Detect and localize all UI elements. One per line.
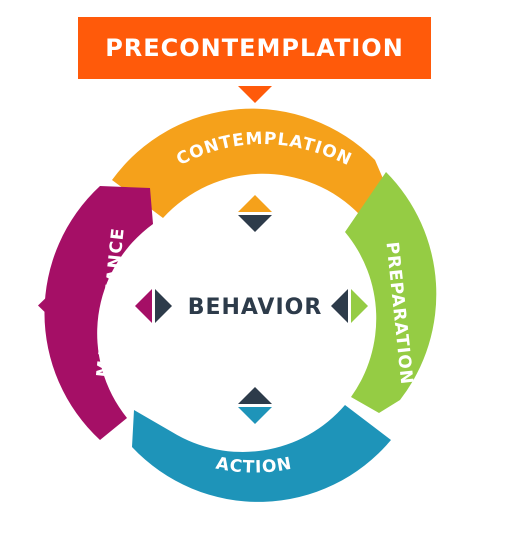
precontemplation-box: PRECONTEMPLATION [78,17,431,103]
dark-right-arrow [155,289,172,323]
preparation-arrow-pair [331,289,368,323]
preparation-right-arrow [351,289,368,323]
contemplation-up-arrow [238,195,272,212]
dark-down-arrow [238,215,272,232]
relapse-left-arrow [38,289,55,322]
precontemplation-down-arrow [238,86,272,103]
preparation-segment: PREPARATION [345,172,437,413]
maintenance-left-arrow [135,289,152,323]
maintenance-arrow-pair [135,289,172,323]
dark-up-arrow [238,387,272,404]
precontemplation-label: PRECONTEMPLATION [105,34,404,62]
action-down-arrow [238,407,272,424]
action-arrow-pair [238,387,272,424]
contemplation-arrow-pair [238,195,272,232]
behavior-label: BEHAVIOR [188,295,323,320]
action-label: ACTION [214,454,292,478]
dark-left-arrow [331,289,348,323]
action-segment: ACTION [132,405,391,502]
contemplation-segment: CONTEMPLATION [112,108,387,218]
maintenance-segment: MAINTENANCE [44,186,153,440]
svg-text:ACTION: ACTION [214,454,293,478]
